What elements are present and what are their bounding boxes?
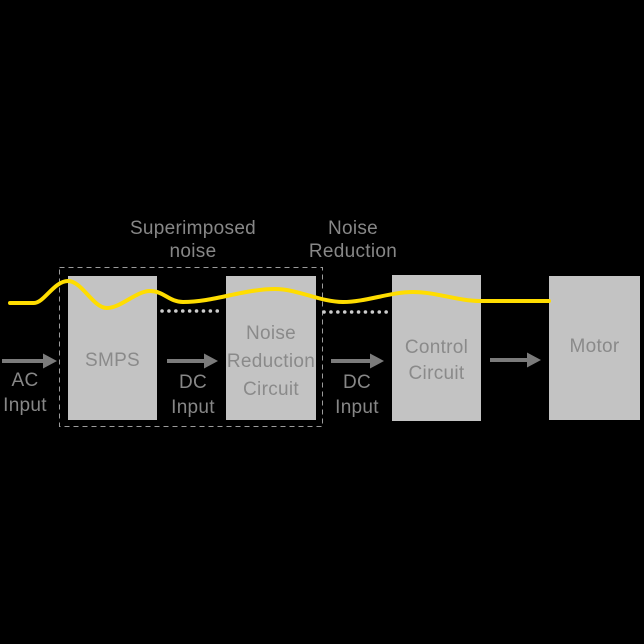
dc-input-label-smps: DC Input [163, 370, 223, 420]
ac-input-label-line-1: AC [11, 370, 39, 391]
motor-block [549, 276, 640, 420]
dc-input-smps-line-1: DC [178, 372, 208, 393]
superimposed-noise-line-1: Superimposed [129, 218, 257, 239]
superimposed-noise-region-dashed-border [59, 267, 323, 427]
noise-reduction-circuit-block [226, 276, 316, 420]
motor-block-label: Motor [549, 334, 640, 360]
dc-input-arrow-nrc-to-control [331, 353, 384, 369]
dc-input-smps-line-2: Input [171, 397, 215, 418]
dc-input-control-line-2: Input [335, 397, 379, 418]
superimposed-noise-line-2: noise [169, 241, 217, 262]
noise-reduction-circuit-block-label: Noise Reduction Circuit [226, 320, 316, 404]
superimposed-noise-wave-path [8, 279, 551, 310]
dc-input-label-control: DC Input [327, 370, 387, 420]
ac-input-label-line-2: Input [3, 395, 47, 416]
smps-label-line: SMPS [84, 350, 141, 371]
superimposed-noise-annotation: Superimposed noise [113, 217, 273, 263]
nrc-label-line-3: Circuit [243, 379, 299, 400]
control-label-line-1: Control [404, 337, 469, 358]
motor-label-line: Motor [569, 336, 620, 357]
smps-block [68, 276, 157, 420]
ac-input-arrow [2, 353, 57, 369]
ac-input-label: AC Input [0, 368, 55, 418]
control-label-line-2: Circuit [408, 363, 465, 384]
nrc-label-line-2: Reduction [226, 351, 316, 372]
nrc-label-line-1: Noise [245, 323, 297, 344]
dc-input-arrow-smps-to-nrc [167, 353, 218, 369]
control-to-motor-arrow [490, 352, 541, 368]
dc-input-control-line-1: DC [342, 372, 372, 393]
noise-reduction-line-1: Noise [327, 218, 379, 239]
noise-reduction-line-2: Reduction [308, 241, 398, 262]
control-circuit-block-label: Control Circuit [392, 335, 481, 387]
smps-block-label: SMPS [68, 348, 157, 374]
noise-reduction-annotation: Noise Reduction [273, 217, 433, 263]
